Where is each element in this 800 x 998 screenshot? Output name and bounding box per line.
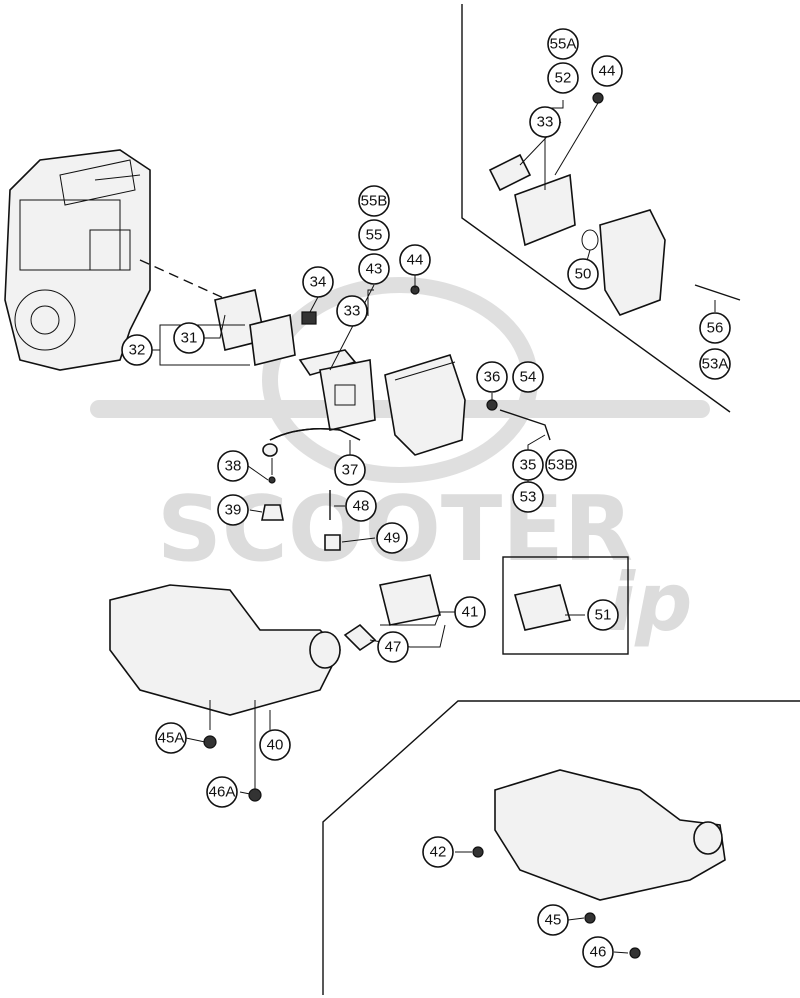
inset-housing-drawing bbox=[472, 769, 726, 959]
svg-text:53B: 53B bbox=[548, 457, 575, 474]
svg-text:33: 33 bbox=[537, 114, 554, 131]
svg-text:37: 37 bbox=[342, 462, 359, 479]
svg-text:43: 43 bbox=[366, 261, 383, 278]
callout-45A: 45A bbox=[155, 722, 187, 754]
callout-53A: 53A bbox=[699, 348, 731, 380]
callout-38: 38 bbox=[217, 450, 249, 482]
svg-text:41: 41 bbox=[462, 604, 479, 621]
svg-text:35: 35 bbox=[520, 457, 537, 474]
svg-text:55: 55 bbox=[366, 227, 383, 244]
callout-46A: 46A bbox=[206, 776, 238, 808]
inset-top-right-drawing bbox=[488, 92, 741, 316]
callouts: 55A 52 44 33 50 56 53A 55B 55 43 44 34 3… bbox=[121, 28, 731, 968]
callout-32: 32 bbox=[121, 334, 153, 366]
callout-33: 33 bbox=[336, 295, 368, 327]
svg-text:55B: 55B bbox=[361, 193, 388, 210]
callout-51: 51 bbox=[587, 599, 619, 631]
callout-48: 48 bbox=[345, 490, 377, 522]
callout-42: 42 bbox=[422, 836, 454, 868]
callout-45: 45 bbox=[537, 904, 569, 936]
svg-text:36: 36 bbox=[484, 369, 501, 386]
inset-frame-bottom-right bbox=[322, 700, 800, 995]
svg-text:48: 48 bbox=[353, 498, 370, 515]
callout-44-inset: 44 bbox=[591, 55, 623, 87]
svg-text:56: 56 bbox=[707, 320, 724, 337]
callout-43: 43 bbox=[358, 253, 390, 285]
callout-53B: 53B bbox=[545, 449, 577, 481]
callout-41: 41 bbox=[454, 596, 486, 628]
callout-35: 35 bbox=[512, 449, 544, 481]
svg-text:42: 42 bbox=[430, 844, 447, 861]
engine-drawing bbox=[4, 149, 251, 371]
svg-text:46A: 46A bbox=[209, 784, 236, 801]
svg-text:46: 46 bbox=[590, 944, 607, 961]
svg-text:51: 51 bbox=[595, 607, 612, 624]
callout-55A: 55A bbox=[547, 28, 579, 60]
svg-text:55A: 55A bbox=[550, 36, 577, 53]
svg-text:44: 44 bbox=[407, 252, 424, 269]
callout-40: 40 bbox=[259, 729, 291, 761]
svg-text:44: 44 bbox=[599, 63, 616, 80]
callout-46: 46 bbox=[582, 936, 614, 968]
housing-drawing bbox=[109, 584, 341, 802]
svg-text:50: 50 bbox=[575, 266, 592, 283]
inset-frame-air-filter bbox=[502, 556, 629, 655]
svg-text:54: 54 bbox=[520, 369, 537, 386]
svg-text:32: 32 bbox=[129, 342, 146, 359]
svg-text:39: 39 bbox=[225, 502, 242, 519]
air-filter-drawing bbox=[343, 574, 572, 652]
carburetor-drawing bbox=[214, 285, 551, 551]
callout-31: 31 bbox=[173, 322, 205, 354]
callout-53: 53 bbox=[512, 481, 544, 513]
svg-text:31: 31 bbox=[181, 330, 198, 347]
callout-33-inset: 33 bbox=[529, 106, 561, 138]
callout-47: 47 bbox=[377, 631, 409, 663]
callout-37: 37 bbox=[334, 454, 366, 486]
callout-44: 44 bbox=[399, 244, 431, 276]
svg-text:49: 49 bbox=[384, 530, 401, 547]
svg-text:33: 33 bbox=[344, 303, 361, 320]
svg-text:53: 53 bbox=[520, 489, 537, 506]
svg-text:34: 34 bbox=[310, 274, 327, 291]
svg-text:47: 47 bbox=[385, 639, 402, 656]
callout-49: 49 bbox=[376, 522, 408, 554]
svg-text:53A: 53A bbox=[702, 356, 729, 373]
callout-36: 36 bbox=[476, 361, 508, 393]
callout-55B: 55B bbox=[358, 185, 390, 217]
svg-text:52: 52 bbox=[555, 70, 572, 87]
svg-text:38: 38 bbox=[225, 458, 242, 475]
callout-39: 39 bbox=[217, 494, 249, 526]
callout-34: 34 bbox=[302, 266, 334, 298]
svg-text:45: 45 bbox=[545, 912, 562, 929]
callout-52: 52 bbox=[547, 62, 579, 94]
callout-54: 54 bbox=[512, 361, 544, 393]
callout-50: 50 bbox=[567, 258, 599, 290]
inset-frame-top-right bbox=[461, 4, 731, 413]
watermark-suffix: ip bbox=[608, 556, 693, 649]
callout-55: 55 bbox=[358, 219, 390, 251]
callout-56: 56 bbox=[699, 312, 731, 344]
svg-text:40: 40 bbox=[267, 737, 284, 754]
svg-text:45A: 45A bbox=[158, 730, 185, 747]
